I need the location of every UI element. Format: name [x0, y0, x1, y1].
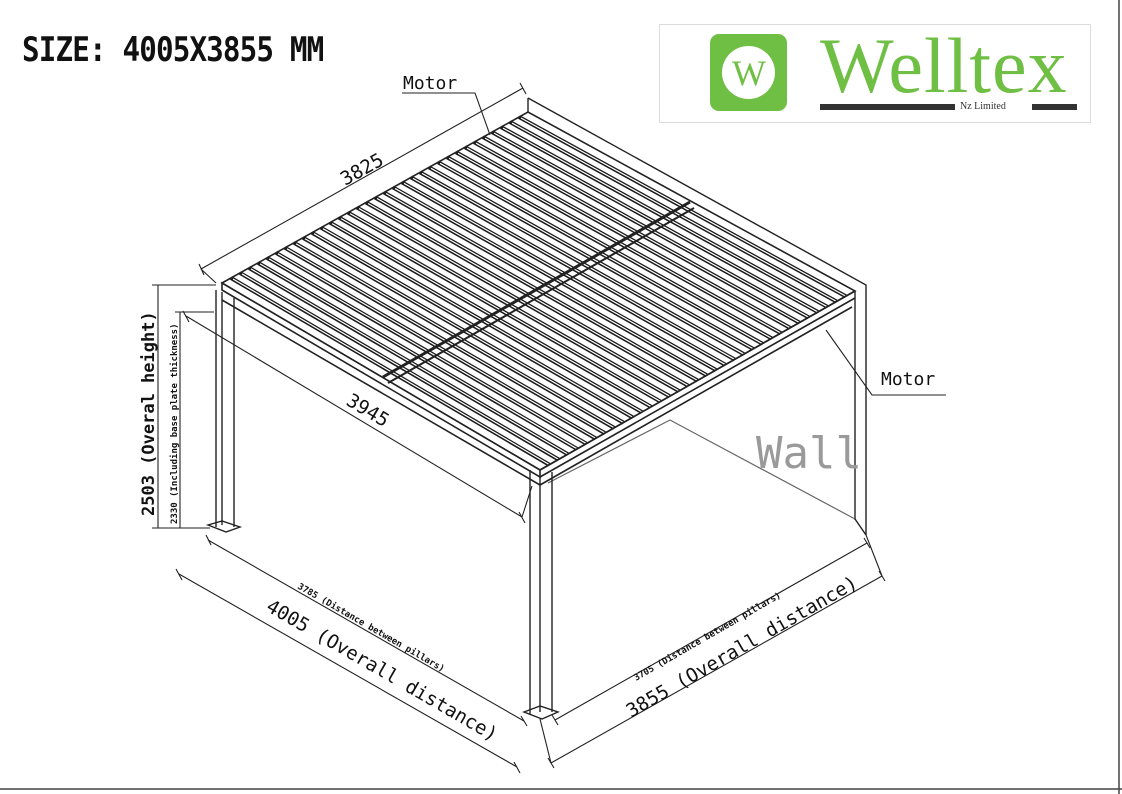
- logo-bar-left: [820, 104, 955, 110]
- label-overall-right: 3855 (Overall distance): [623, 572, 862, 723]
- roof-slats: [229, 115, 849, 467]
- pillars: [205, 290, 560, 720]
- size-title: SIZE: 4005X3855 MM: [22, 30, 324, 70]
- roof-slat-gap: [466, 147, 793, 330]
- label-overall-height: 2503 (Overal height): [139, 311, 159, 516]
- label-motor-top: Motor: [403, 73, 457, 94]
- pillar-front: [522, 470, 560, 720]
- logo-bar-right: [1032, 104, 1077, 110]
- roof-slat-gap: [484, 137, 811, 319]
- logo-wordmark: Welltex: [820, 22, 1068, 109]
- roof-slat-gap: [448, 157, 774, 340]
- roof-slat-gap: [511, 122, 839, 304]
- roof-slat-gap: [520, 117, 849, 298]
- roof-slat-gap: [493, 132, 821, 314]
- label-depth-3825: 3825: [337, 149, 388, 190]
- roof-slat-gap: [457, 152, 784, 335]
- label-post-height: 2330 (Including base plate thickness): [169, 324, 180, 524]
- roof-slat-gap: [421, 172, 747, 356]
- logo-badge-icon: W: [710, 34, 787, 111]
- roof-slat-gap: [439, 162, 765, 346]
- label-overall-left: 4005 (Overall distance): [263, 595, 502, 746]
- roof-slat-gap: [475, 142, 802, 325]
- roof-frame: [220, 111, 857, 486]
- dimension-lines: [152, 82, 946, 774]
- logo-subtitle: Nz Limited: [960, 101, 1006, 112]
- welltex-logo: W Welltex Nz Limited: [659, 22, 1091, 123]
- roof-slat-gap: [412, 177, 737, 361]
- label-motor-right: Motor: [881, 369, 935, 390]
- wall: [527, 97, 867, 536]
- label-wall: Wall: [756, 428, 862, 479]
- roof-slat-gap: [502, 127, 830, 309]
- roof-slat-gap: [430, 167, 756, 351]
- pillar-left: [205, 290, 243, 533]
